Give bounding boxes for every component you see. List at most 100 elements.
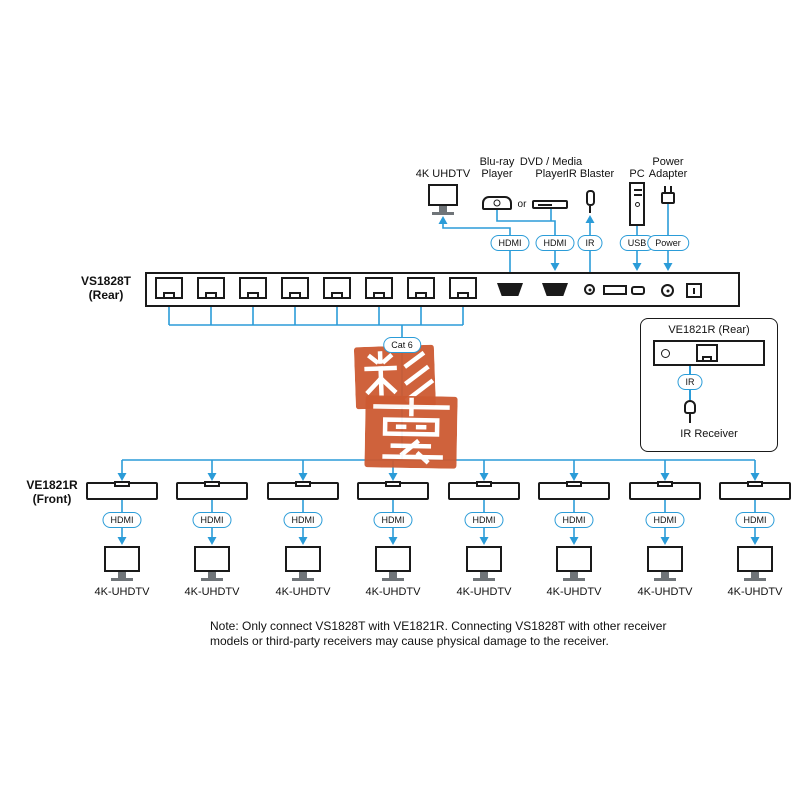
hdmi-pill: HDMI bbox=[102, 512, 142, 528]
arrowhead bbox=[750, 537, 760, 545]
receiver-unit-6 bbox=[538, 481, 610, 500]
tv-stand-3 bbox=[299, 572, 307, 578]
tv-top-label: 4K UHDTV bbox=[415, 168, 471, 180]
power-plug-prong bbox=[670, 186, 672, 192]
arrowhead bbox=[750, 473, 760, 481]
power-adapter-label: Power Adapter bbox=[648, 156, 688, 180]
arrowhead bbox=[660, 473, 670, 481]
ir-receiver-icon bbox=[684, 400, 696, 414]
ir-jack bbox=[584, 284, 595, 295]
receiver-unit-5 bbox=[448, 481, 520, 500]
hdmi-in-port bbox=[542, 283, 568, 296]
ir-blaster-stem bbox=[589, 206, 591, 213]
tv-base-7 bbox=[654, 578, 676, 581]
receiver-unit-4 bbox=[357, 481, 429, 500]
transmitter-label: VS1828T (Rear) bbox=[80, 274, 132, 302]
hdmi-pill: HDMI bbox=[735, 512, 775, 528]
receiver-unit-3 bbox=[267, 481, 339, 500]
tv-screen-3 bbox=[285, 546, 321, 572]
or-label: or bbox=[517, 199, 527, 210]
ir-pill: IR bbox=[577, 235, 603, 251]
watermark-stamp bbox=[364, 395, 458, 474]
cat6-pill: Cat 6 bbox=[383, 337, 421, 353]
arrowhead bbox=[298, 473, 308, 481]
rear-ir-window bbox=[661, 349, 670, 358]
hdmi-pill: HDMI bbox=[192, 512, 232, 528]
tv-label-7: 4K-UHDTV bbox=[637, 586, 693, 598]
ir-blaster-icon bbox=[586, 190, 595, 206]
arrowhead bbox=[298, 537, 308, 545]
rear-box-title: VE1821R (Rear) bbox=[668, 324, 750, 336]
arrowhead bbox=[632, 263, 642, 271]
lan-port-6 bbox=[365, 277, 393, 299]
lan-port-3 bbox=[239, 277, 267, 299]
bluray-player-icon bbox=[482, 196, 512, 210]
hdmi-pill: HDMI bbox=[535, 235, 575, 251]
ir-receiver-label: IR Receiver bbox=[680, 428, 738, 440]
vs1828t-unit bbox=[145, 272, 740, 307]
tv-stand-7 bbox=[661, 572, 669, 578]
lan-port-5 bbox=[323, 277, 351, 299]
arrowhead bbox=[479, 537, 489, 545]
tv-label-2: 4K-UHDTV bbox=[184, 586, 240, 598]
tv-base-5 bbox=[473, 578, 495, 581]
hdmi-pill: HDMI bbox=[373, 512, 413, 528]
tv-label-5: 4K-UHDTV bbox=[456, 586, 512, 598]
uhdtv-top-stand bbox=[439, 206, 447, 212]
tv-screen-8 bbox=[737, 546, 773, 572]
tv-base-3 bbox=[292, 578, 314, 581]
receiver-unit-2 bbox=[176, 481, 248, 500]
power-pill: Power bbox=[647, 235, 689, 251]
tv-screen-6 bbox=[556, 546, 592, 572]
hdmi-pill: HDMI bbox=[554, 512, 594, 528]
arrowhead bbox=[438, 216, 448, 224]
arrowhead bbox=[569, 473, 579, 481]
tv-stand-8 bbox=[751, 572, 759, 578]
tv-base-8 bbox=[744, 578, 766, 581]
arrowhead bbox=[550, 263, 560, 271]
lan-port-8 bbox=[449, 277, 477, 299]
tv-label-1: 4K-UHDTV bbox=[94, 586, 150, 598]
receiver-unit-7 bbox=[629, 481, 701, 500]
lan-port-1 bbox=[155, 277, 183, 299]
power-plug-prong bbox=[664, 186, 666, 192]
tv-label-3: 4K-UHDTV bbox=[275, 586, 331, 598]
uhdtv-top-icon bbox=[428, 184, 458, 206]
hdmi-pill: HDMI bbox=[645, 512, 685, 528]
arrowhead bbox=[207, 473, 217, 481]
arrowhead bbox=[663, 263, 673, 271]
tv-label-6: 4K-UHDTV bbox=[546, 586, 602, 598]
arrowhead bbox=[388, 537, 398, 545]
arrowhead bbox=[207, 537, 217, 545]
dc-power-jack bbox=[661, 284, 674, 297]
tv-stand-1 bbox=[118, 572, 126, 578]
tv-screen-5 bbox=[466, 546, 502, 572]
rear-lan-port bbox=[696, 344, 718, 362]
rear-ir-pill: IR bbox=[677, 374, 703, 390]
ir-blaster-label: IR Blaster bbox=[565, 168, 615, 180]
tv-base-4 bbox=[382, 578, 404, 581]
power-switch bbox=[686, 283, 702, 298]
arrowhead bbox=[569, 537, 579, 545]
tv-screen-4 bbox=[375, 546, 411, 572]
tv-stand-4 bbox=[389, 572, 397, 578]
lan-port-2 bbox=[197, 277, 225, 299]
tv-stand-5 bbox=[480, 572, 488, 578]
tv-base-6 bbox=[563, 578, 585, 581]
arrowhead bbox=[585, 215, 595, 223]
receiver-unit-8 bbox=[719, 481, 791, 500]
tv-stand-6 bbox=[570, 572, 578, 578]
bluray-label: Blu-ray Player bbox=[479, 156, 515, 180]
lan-port-4 bbox=[281, 277, 309, 299]
usb-a-port bbox=[603, 285, 627, 295]
receiver-unit-1 bbox=[86, 481, 158, 500]
uhdtv-top-base bbox=[432, 212, 454, 215]
ir-receiver-cable bbox=[689, 414, 691, 423]
tv-screen-7 bbox=[647, 546, 683, 572]
tv-screen-2 bbox=[194, 546, 230, 572]
tv-label-8: 4K-UHDTV bbox=[727, 586, 783, 598]
power-adapter-icon bbox=[661, 192, 675, 204]
hdmi-out-port bbox=[497, 283, 523, 296]
pc-tower-icon bbox=[629, 182, 645, 226]
